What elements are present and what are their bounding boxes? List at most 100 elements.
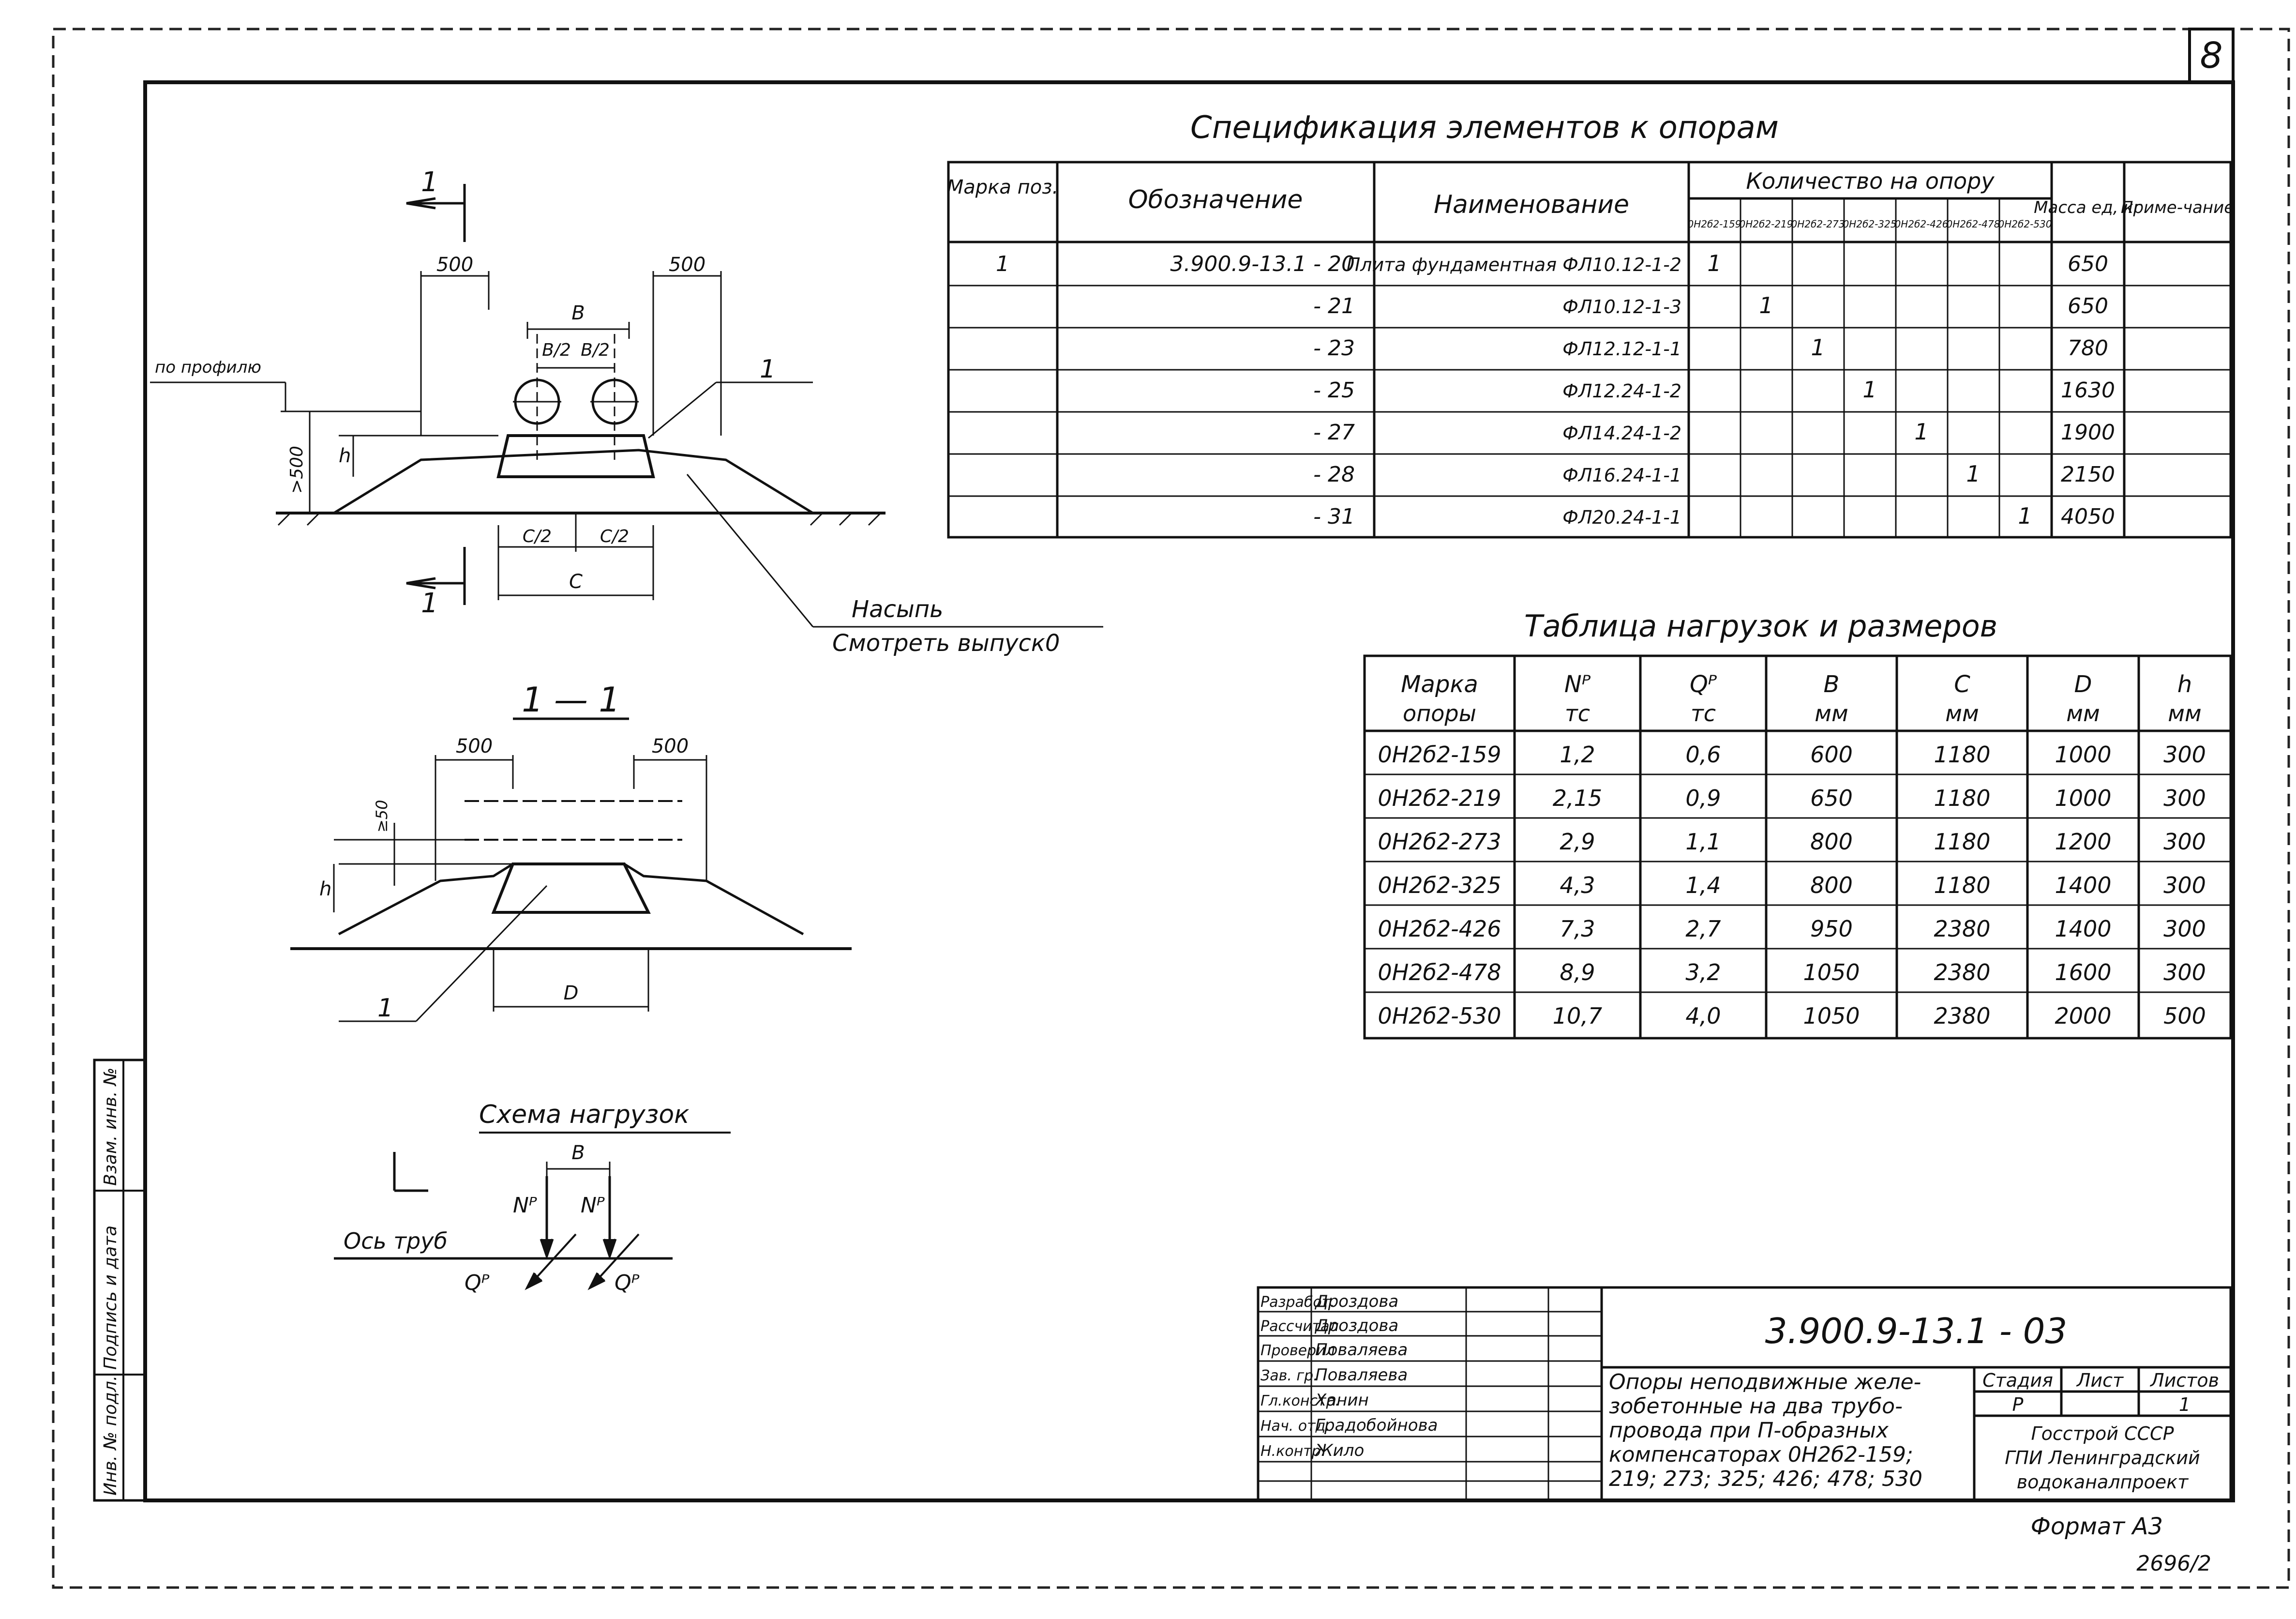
pos-1-top: 1 [760, 355, 776, 384]
page-number: 8 [2200, 35, 2222, 76]
spec-support-type: 0Н2б2-159 [1688, 218, 1741, 230]
section-mark-bottom: 1 [421, 588, 438, 619]
stamp-replaced-inv: Взам. инв. № [101, 1068, 120, 1186]
dim-gt500: >500 [287, 446, 307, 494]
spec-table-headers: Марка поз. Обозначение Наименование Коли… [947, 168, 2234, 230]
org-line: водоканалпроект [2017, 1471, 2189, 1493]
load-table-cell: 10,7 [1553, 1003, 1602, 1029]
pos-1-section: 1 [377, 994, 393, 1023]
tb-name: Дроздова [1314, 1292, 1398, 1311]
load-header-bottom: мм [1945, 700, 1979, 726]
tb-name: Жило [1314, 1441, 1364, 1460]
load-table-cell: 300 [2163, 916, 2206, 942]
spec-support-type: 0Н2б2-273 [1791, 218, 1845, 230]
load-table-cell: 0Н2б2-219 [1378, 785, 1501, 811]
spec-cell-mark: 1 [996, 252, 1009, 276]
title-block-description: Опоры неподвижные желе- зобетонные на дв… [1609, 1370, 1922, 1491]
load-table-cell: 1180 [1934, 872, 1990, 898]
load-table-cell: 2,7 [1685, 916, 1721, 942]
load-header-bottom: мм [2066, 700, 2100, 726]
load-table-headers: Марка Nᴾ Qᴾ B C D h опоры тс тс мм мм мм… [1401, 671, 2202, 726]
load-table-cell: 2,15 [1553, 785, 1602, 811]
load-table-cell: 300 [2163, 785, 2206, 811]
load-scheme-diagram [334, 1132, 731, 1290]
load-header-top: B [1824, 671, 1840, 698]
load-table-cell: 1400 [2055, 872, 2111, 898]
load-table-cell: 0Н2б2-325 [1378, 872, 1501, 898]
load-table-cell: 0Н2б2-426 [1378, 916, 1501, 942]
load-table-cell: 1180 [1934, 829, 1990, 855]
spec-cell-name: ФЛ12.12-1-1 [1562, 338, 1681, 360]
section-mark-top: 1 [421, 166, 438, 198]
load-table-cell: 2380 [1934, 959, 1990, 985]
spec-cell-designation: - 25 [1313, 378, 1355, 403]
format-label: Формат А3 [2031, 1513, 2163, 1540]
load-table-cell: 1000 [2055, 741, 2111, 768]
tb-role: Зав. гр. [1261, 1367, 1318, 1384]
load-table-cell: 800 [1810, 872, 1853, 898]
load-scheme-axis-label: Ось труб [344, 1228, 448, 1254]
load-table-cell: 1000 [2055, 785, 2111, 811]
dim-B-half-left: B/2 [542, 340, 571, 360]
spec-cell-quantity: 1 [1759, 292, 1773, 318]
spec-cell-designation: - 27 [1313, 420, 1355, 445]
load-table-cell: 1050 [1803, 1003, 1860, 1029]
tb-role: Гл.констр. [1261, 1392, 1340, 1409]
spec-cell-designation: 3.900.9-13.1 - 20 [1170, 252, 1355, 276]
spec-cell-quantity: 1 [1966, 461, 1980, 487]
load-table-cell: 0,9 [1685, 785, 1721, 811]
spec-cell-quantity: 1 [2018, 503, 2032, 529]
description-line: компенсаторах 0Н2б2-159; [1609, 1442, 1913, 1467]
spec-cell-name: ФЛ12.24-1-2 [1562, 380, 1681, 402]
load-table-cell: 1200 [2055, 829, 2111, 855]
spec-support-type: 0Н2б2-426 [1895, 218, 1949, 230]
document-code: 3.900.9-13.1 - 03 [1765, 1311, 2067, 1351]
load-table-cell: 0Н2б2-530 [1378, 1003, 1501, 1029]
spec-header-mark: Марка поз. [947, 176, 1058, 198]
spec-table-grid [947, 161, 2232, 539]
title-block-grid [1257, 1286, 2232, 1502]
load-table-cell: 300 [2163, 959, 2206, 985]
tb-name: Ханин [1314, 1391, 1369, 1410]
spec-cell-name: Плита фундаментная ФЛ10.12-1-2 [1347, 254, 1681, 275]
load-table-cell: 2380 [1934, 916, 1990, 942]
tb-name: Градобойнова [1315, 1416, 1438, 1435]
dim-h-section: h [319, 878, 331, 900]
inventory-code: 2696/2 [2136, 1551, 2211, 1576]
load-table-cell: 0,6 [1685, 741, 1721, 768]
dim-500-left: 500 [436, 254, 473, 276]
org-line: Госстрой СССР [2031, 1423, 2174, 1444]
dim-B-half-right: B/2 [581, 340, 610, 360]
load-header-bottom: тс [1691, 700, 1716, 726]
spec-cell-name: ФЛ20.24-1-1 [1562, 507, 1681, 528]
stamp-inv-number: Инв. № подл. [101, 1376, 120, 1496]
load-scheme-title: Схема нагрузок [479, 1100, 690, 1129]
spec-support-type: 0Н2б2-219 [1740, 218, 1793, 230]
load-table-cell: 1050 [1803, 959, 1860, 985]
tb-name: Дроздова [1314, 1316, 1398, 1335]
load-table-cell: 2380 [1934, 1003, 1990, 1029]
dim-500-right: 500 [669, 254, 705, 276]
spec-cell-quantity: 1 [1707, 250, 1721, 276]
load-table-cell: 0Н2б2-159 [1378, 741, 1501, 768]
description-line: 219; 273; 325; 426; 478; 530 [1609, 1467, 1922, 1491]
sheet-label: Лист [2076, 1370, 2124, 1391]
load-table-grid [1363, 654, 2232, 1040]
side-stamp: Инв. № подл. Подпись и дата Взам. инв. № [93, 1059, 147, 1502]
spec-cell-name: ФЛ16.24-1-1 [1562, 465, 1681, 486]
spec-cell-quantity: 1 [1862, 377, 1876, 403]
load-table-cell: 300 [2163, 829, 2206, 855]
label-smotret: Смотреть выпуск0 [832, 630, 1060, 657]
section-1-1-drawing [290, 717, 852, 1022]
dim-D: D [564, 982, 579, 1004]
load-table-cell: 1,4 [1685, 872, 1721, 898]
spec-cell-mass: 4050 [2061, 504, 2115, 529]
spec-cell-designation: - 23 [1313, 336, 1355, 361]
spec-cell-name: ФЛ14.24-1-2 [1562, 423, 1681, 444]
label-po-profilyu: по профилю [155, 358, 261, 377]
spec-cell-mass: 2150 [2061, 462, 2115, 487]
load-table-cell: 600 [1810, 741, 1853, 768]
load-scheme-B: B [571, 1142, 585, 1164]
spec-cell-mass: 780 [2068, 336, 2108, 361]
load-table-cell: 300 [2163, 872, 2206, 898]
